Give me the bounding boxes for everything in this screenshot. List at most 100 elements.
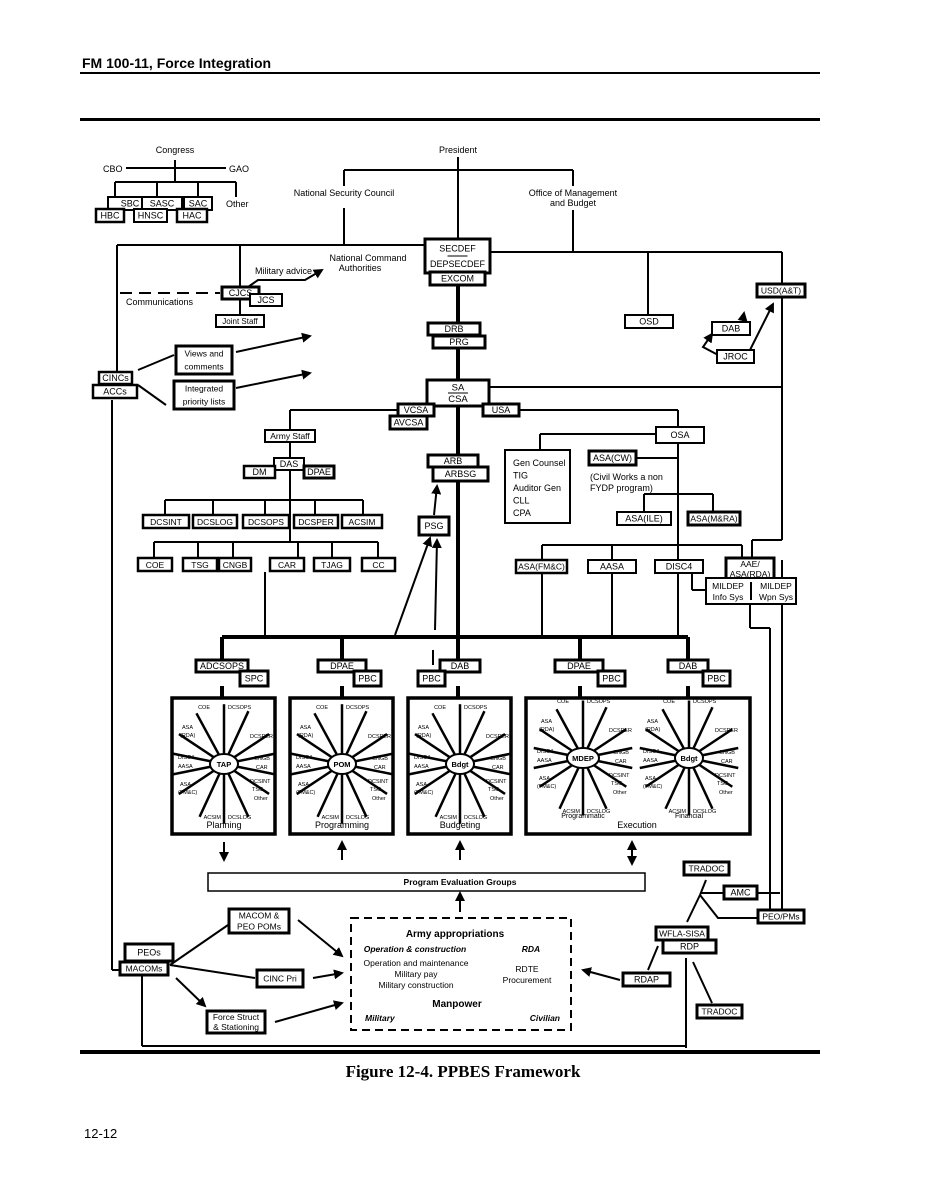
wheel-spoke-label: TSG	[488, 787, 499, 793]
rdap-box: RDAP	[621, 971, 672, 988]
jcs-box-label: JCS	[257, 295, 274, 305]
wheel-spoke-label: TSG	[611, 781, 622, 787]
wheel-spoke-label: (RDA)	[645, 727, 660, 733]
army-appropriations: Army appropriations Operation & construc…	[350, 917, 572, 1031]
wheel-hub	[209, 753, 239, 775]
phase-label: Planning	[206, 820, 241, 830]
macom-peo-poms-box-label: MACOM &	[239, 911, 280, 921]
wheel-spoke-label: (FM&C)	[296, 790, 315, 796]
wheel-spoke-label: DCSOPS	[228, 705, 252, 711]
jroc-box-label: JROC	[723, 352, 748, 362]
wheel-spoke-label: ACSIM	[322, 815, 340, 821]
wheel-spoke-label: COE	[198, 705, 210, 711]
wheel-spoke-label: CAR	[374, 765, 386, 771]
peo-pms-box-label: PEO/PMs	[762, 911, 799, 921]
hac-box: HAC	[175, 207, 209, 224]
army-staff-box: Army Staff	[264, 429, 316, 443]
wheel-spoke-label: (FM&C)	[414, 790, 433, 796]
nsc-label: National Security Council	[294, 188, 395, 198]
wheel-spoke-label: COE	[663, 699, 675, 705]
wheel-hub	[445, 753, 475, 775]
wheel-spoke-label: CNGB	[613, 750, 629, 756]
secdef-box-label: DEPSECDEF	[430, 259, 486, 269]
wheel-spoke-label: CAR	[492, 765, 504, 771]
wheel-spoke-label: AASA	[414, 764, 429, 770]
wheel-hub	[327, 753, 357, 775]
adcsops-box-label: ADCSOPS	[200, 661, 244, 671]
wheel-spoke-label: DCSINT	[250, 779, 271, 785]
spc-box-label: SPC	[245, 674, 264, 684]
pbc-financial-box-label: PBC	[707, 674, 726, 684]
disc4-box: DISC4	[654, 559, 704, 574]
wheel-spoke-label: ASA	[645, 776, 656, 782]
omb-label-2: and Budget	[550, 198, 597, 208]
approp-rda-heading: RDA	[522, 944, 540, 954]
wheel-hub-label: TAP	[217, 760, 231, 769]
wheel-spoke-label: (RDA)	[180, 733, 195, 739]
wheel-spoke-label: DCSLOG	[228, 815, 251, 821]
approp-civilian: Civilian	[530, 1013, 560, 1023]
figure-bottom-rule	[80, 1050, 820, 1054]
wheel-spoke-label: DISC4	[414, 755, 430, 761]
dm-box-label: DM	[253, 467, 267, 477]
wheel-spoke-label: CAR	[615, 759, 627, 765]
staff-label: CNGB	[223, 560, 248, 570]
gen-counsel-item: Auditor Gen	[513, 483, 561, 493]
tradoc-top-box-label: TRADOC	[689, 863, 725, 873]
wheel-spoke-label: ASA	[300, 725, 311, 731]
nca-label-1: National Command	[329, 253, 406, 263]
rdp-box: RDP	[661, 938, 718, 955]
staff-box-dcslog: DCSLOG	[191, 513, 239, 530]
staff-label: DCSOPS	[248, 517, 284, 527]
gen-counsel-item: Gen Counsel	[513, 458, 566, 468]
staff-label: DCSPER	[298, 517, 333, 527]
pbc-financial-box: PBC	[701, 669, 732, 688]
wheel-spoke-label: CNGB	[490, 756, 506, 762]
wheel-spoke-label: Other	[372, 796, 386, 802]
wheel-spoke-label: DCSLOG	[693, 809, 716, 815]
wheel-hub-label: Bdgt	[451, 760, 469, 769]
wheel-spoke-label: CNGB	[372, 756, 388, 762]
wheel-spoke-label: (FM&C)	[537, 784, 556, 790]
wheel-spoke-label: ASA	[539, 776, 550, 782]
avcsa-box-label: AVCSA	[394, 418, 424, 428]
prg-box-label: PRG	[449, 337, 469, 347]
joint-staff-box-label: Joint Staff	[222, 317, 258, 326]
pbc-budgeting-box: PBC	[416, 669, 447, 688]
peg-label: Program Evaluation Groups	[404, 877, 517, 887]
wheel-spoke-label: CNGB	[254, 756, 270, 762]
wheel-spoke-label: ASA	[647, 719, 658, 725]
mildep-label: Info Sys	[713, 592, 744, 602]
header-rule	[80, 72, 820, 74]
osa-note-2: FYDP program)	[590, 483, 653, 493]
cbo-label: CBO	[103, 164, 123, 174]
wheel-spoke-label: DCSOPS	[464, 705, 488, 711]
asa-mra-box-label: ASA(M&RA)	[690, 513, 737, 523]
free-labels: Congress CBO GAO Other President Nationa…	[103, 145, 663, 493]
wheel-hub	[566, 747, 600, 769]
gen-counsel-item: CLL	[513, 496, 530, 506]
wheel-spoke-label: DCSPER	[486, 734, 509, 740]
wheel-spoke-label: (RDA)	[539, 727, 554, 733]
aae-asa-rda-box-label: ASA(RDA)	[730, 569, 771, 579]
dm-box: DM	[242, 464, 277, 480]
staff-label: COE	[146, 560, 165, 570]
wheel-spoke-label: TSG	[252, 787, 263, 793]
osa-box-label: OSA	[670, 430, 689, 440]
cinc-pri-box-label: CINC Pri	[263, 973, 297, 983]
peos-box: PEOs	[123, 942, 175, 963]
wheel-spoke-label: DISC4	[643, 749, 659, 755]
wheel-spoke-label: DCSINT	[486, 779, 507, 785]
wfla-sisa-box-label: WFLA-SISA	[659, 928, 705, 938]
wheel-spoke-label: DCSPER	[609, 728, 632, 734]
wheel-spoke-label: (RDA)	[298, 733, 313, 739]
wheel-spoke-label: Other	[254, 796, 268, 802]
jcs-box: JCS	[249, 293, 283, 307]
